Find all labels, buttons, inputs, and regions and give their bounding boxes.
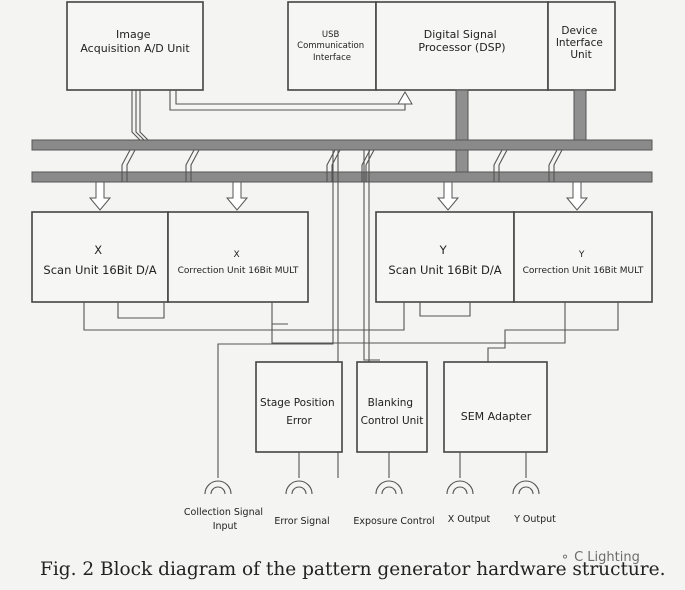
stage-position-error-block: Stage Position Error <box>255 361 343 453</box>
sem-adapter-block: SEM Adapter <box>443 361 548 453</box>
sem-adapter-label: SEM Adapter <box>461 410 532 423</box>
dsp-block: Digital Signal Processor (DSP) <box>375 1 549 91</box>
figure-caption: Fig. 2 Block diagram of the pattern gene… <box>40 559 666 580</box>
device-interface-label: Device Interface Unit <box>556 25 606 61</box>
scan-output-wires <box>83 302 619 362</box>
blanking-control-block: Blanking Control Unit <box>356 361 428 453</box>
label-x-output: X Output <box>448 514 491 525</box>
chat-bubble-icon: ⚬ <box>560 550 571 564</box>
label-error-signal: Error Signal <box>274 516 329 527</box>
blanking-control-label: Blanking Control Unit <box>361 397 424 427</box>
usb-interface-label: USB Communication Interface <box>297 30 367 63</box>
bus-lower <box>31 171 653 183</box>
bus-interconnect-wires <box>121 149 563 182</box>
x-scan-unit-block: X Scan Unit 16Bit D/A <box>31 211 169 303</box>
x-correction-unit-label: X Correction Unit 16Bit MULT <box>178 250 299 276</box>
connector-error-signal <box>285 480 313 495</box>
image-acquisition-block: Image Acquisition A/D Unit <box>66 1 204 91</box>
image-acquisition-label: Image Acquisition A/D Unit <box>80 28 190 55</box>
label-exposure-control: Exposure Control <box>353 516 434 527</box>
device-interface-block: Device Interface Unit <box>547 1 616 91</box>
dsp-bus-connector <box>455 89 469 175</box>
output-connectors <box>204 480 540 495</box>
stage-position-error-label: Stage Position Error <box>260 397 338 427</box>
x-scan-unit-label: X Scan Unit 16Bit D/A <box>43 243 156 277</box>
x-correction-unit-block: X Correction Unit 16Bit MULT <box>167 211 309 303</box>
bus-upper <box>31 139 653 151</box>
label-collection-signal: Collection Signal Input <box>184 507 266 532</box>
bus-down-arrows <box>88 181 589 211</box>
connector-wires <box>298 452 527 478</box>
connector-x-output <box>446 480 474 495</box>
connector-exposure-control <box>375 480 403 495</box>
y-scan-unit-block: Y Scan Unit 16Bit D/A <box>375 211 515 303</box>
y-scan-unit-label: Y Scan Unit 16Bit D/A <box>388 243 501 277</box>
arrow-to-usb <box>397 91 413 105</box>
watermark: ⚬C Lighting <box>560 550 640 565</box>
label-y-output: Y Output <box>513 514 556 525</box>
y-correction-unit-block: Y Correction Unit 16Bit MULT <box>513 211 653 303</box>
dsp-label: Digital Signal Processor (DSP) <box>418 28 505 54</box>
connector-collection-signal <box>204 480 232 495</box>
usb-interface-block: USB Communication Interface <box>287 1 377 91</box>
connector-y-output <box>512 480 540 495</box>
watermark-text: C Lighting <box>574 550 640 565</box>
device-bus-connector <box>573 89 587 143</box>
y-correction-unit-label: Y Correction Unit 16Bit MULT <box>523 250 644 276</box>
image-acquisition-wires <box>131 90 406 141</box>
